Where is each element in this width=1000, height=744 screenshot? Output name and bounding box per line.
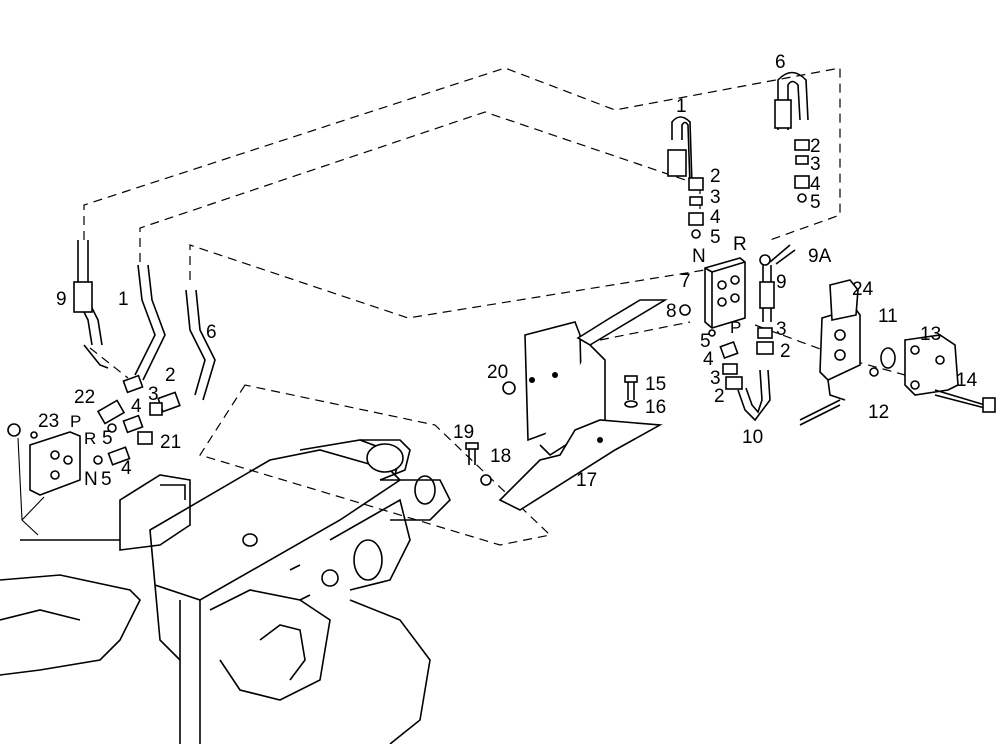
callout-5-mid-low: 5 xyxy=(700,331,711,352)
dashed-routing-lines xyxy=(83,67,906,546)
left-valve-block xyxy=(17,431,81,536)
callout-P-mid: P xyxy=(730,318,741,337)
callout-2-top-mid: 2 xyxy=(710,166,721,187)
center-fittings-stack xyxy=(688,139,810,239)
callout-1-left: 1 xyxy=(118,289,129,310)
callout-23: 23 xyxy=(38,411,59,432)
left-fittings xyxy=(7,374,181,466)
left-hose-6 xyxy=(185,289,216,401)
callout-20: 20 xyxy=(487,362,508,383)
callout-8: 8 xyxy=(666,301,677,322)
callout-1-top: 1 xyxy=(676,96,687,117)
callout-R-mid: R xyxy=(733,234,747,255)
lower-center-fittings xyxy=(708,327,774,422)
callout-15: 15 xyxy=(645,374,666,395)
callout-4-left-b: 4 xyxy=(121,458,132,479)
callout-3-mid-right: 3 xyxy=(776,319,787,340)
callout-18: 18 xyxy=(490,446,511,467)
callout-5-top-right: 5 xyxy=(810,192,821,213)
callout-12: 12 xyxy=(868,402,889,423)
callout-3-top-right: 3 xyxy=(810,154,821,175)
callout-9-left: 9 xyxy=(56,289,67,310)
left-hose-1 xyxy=(134,264,166,381)
callout-10: 10 xyxy=(742,427,763,448)
left-hose-9 xyxy=(73,240,109,369)
callout-R-left: R xyxy=(84,429,96,448)
callout-5-left-b: 5 xyxy=(101,469,112,490)
callout-6-left: 6 xyxy=(206,322,217,343)
callout-5-top-mid: 5 xyxy=(710,227,721,248)
callout-24: 24 xyxy=(852,279,874,300)
tractor-body xyxy=(0,439,451,744)
bolts xyxy=(465,375,638,486)
callout-14: 14 xyxy=(956,370,978,391)
callout-3-mid-low: 3 xyxy=(710,368,721,389)
callout-4-top-right: 4 xyxy=(810,174,821,195)
center-hose-1 xyxy=(667,116,693,186)
callout-P-left: P xyxy=(70,412,81,431)
callout-21: 21 xyxy=(160,432,181,453)
callout-2-top-right: 2 xyxy=(810,136,821,157)
callout-5-left-a: 5 xyxy=(102,428,113,449)
callout-3-left: 3 xyxy=(148,384,159,405)
callout-2-mid-low: 2 xyxy=(714,386,725,407)
callout-N-left: N xyxy=(84,469,98,490)
support-bracket xyxy=(498,299,668,511)
callout-7: 7 xyxy=(680,271,691,292)
callout-3-top-mid: 3 xyxy=(710,187,721,208)
callout-16: 16 xyxy=(645,397,666,418)
callout-11: 11 xyxy=(878,306,898,327)
callout-9A: 9A xyxy=(808,246,832,267)
callout-4-left: 4 xyxy=(131,396,142,417)
callout-2-left: 2 xyxy=(165,365,176,386)
callout-N-mid: N xyxy=(692,246,706,267)
callout-2-mid-right: 2 xyxy=(780,341,791,362)
callout-9-mid: 9 xyxy=(776,272,787,293)
control-valve xyxy=(799,279,861,426)
washers-and-bracket xyxy=(869,334,996,413)
callout-4-top-mid: 4 xyxy=(710,207,721,228)
callout-22: 22 xyxy=(74,387,95,408)
center-hose-9 xyxy=(759,244,796,322)
callout-4-mid-low: 4 xyxy=(703,349,714,370)
callout-19: 19 xyxy=(453,422,474,443)
callout-13: 13 xyxy=(920,324,941,345)
center-valve-block xyxy=(679,257,746,329)
callout-6-top: 6 xyxy=(775,52,786,73)
callout-17: 17 xyxy=(576,470,597,491)
callouts: 1 2 3 4 5 N R 6 2 3 4 5 9A 9 7 8 5 P 3 2… xyxy=(38,52,978,491)
center-hose-6 xyxy=(774,71,809,130)
